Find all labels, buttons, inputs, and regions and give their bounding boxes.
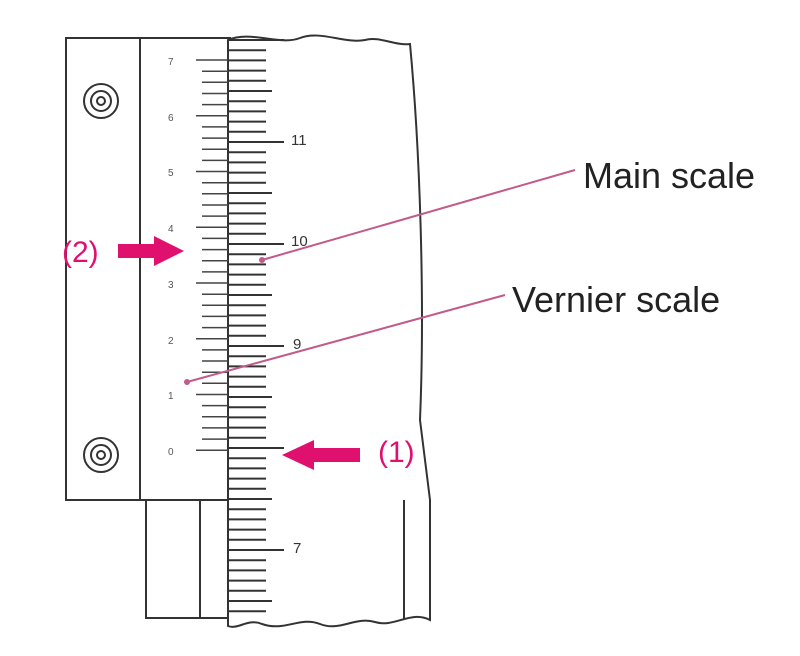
vernier-number-1: 1 bbox=[168, 391, 174, 402]
vernier-number-6: 6 bbox=[168, 113, 174, 124]
vernier-number-3: 3 bbox=[168, 280, 174, 291]
left-jaw-plate bbox=[65, 37, 143, 501]
main-scale-callout bbox=[259, 169, 576, 263]
marker-1-arrow bbox=[282, 440, 360, 470]
screw-top bbox=[83, 83, 119, 119]
main-scale-label: Main scale bbox=[583, 155, 755, 196]
vernier-number-0: 0 bbox=[168, 447, 174, 458]
screw-bottom bbox=[83, 437, 119, 473]
main-number-9: 9 bbox=[293, 336, 301, 353]
vernier-scale-ticks bbox=[196, 59, 228, 451]
main-number-7: 7 bbox=[293, 540, 301, 557]
marker-1-label: (1) bbox=[378, 436, 415, 469]
vernier-number-5: 5 bbox=[168, 168, 174, 179]
main-number-11: 11 bbox=[291, 132, 307, 149]
main-number-10: 10 bbox=[291, 233, 308, 250]
vernier-number-2: 2 bbox=[168, 336, 174, 347]
vernier-scale-callout bbox=[184, 294, 506, 385]
vernier-number-4: 4 bbox=[168, 224, 174, 235]
marker-2-arrow bbox=[118, 236, 184, 266]
lower-slider bbox=[145, 499, 229, 619]
main-beam bbox=[227, 34, 431, 628]
marker-2-label: (2) bbox=[62, 236, 99, 269]
caliper-body bbox=[65, 34, 431, 628]
vernier-number-7: 7 bbox=[168, 57, 174, 68]
vernier-slider bbox=[139, 37, 231, 501]
vernier-scale-label: Vernier scale bbox=[512, 279, 720, 320]
main-scale-ticks bbox=[228, 39, 284, 613]
